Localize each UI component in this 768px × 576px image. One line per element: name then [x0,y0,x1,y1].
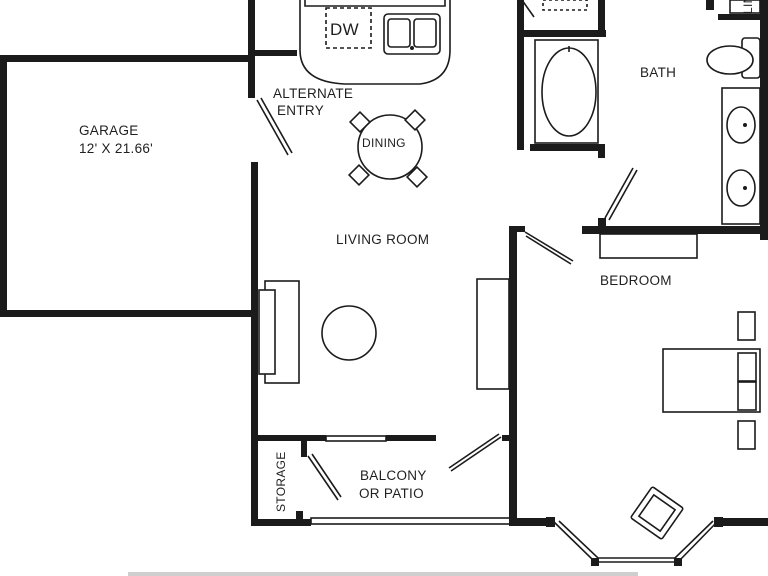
garage-size-label: 12' X 21.66' [79,141,153,156]
bath-door-leaf [608,169,638,221]
bath-walls [517,0,768,240]
vanity [721,87,761,225]
bathtub [534,39,599,144]
alternate-entry-door [256,99,289,156]
alternate-entry-label-1: ALTERNATE [273,86,353,101]
storage-label: STORAGE [274,451,288,512]
bath-label: BATH [640,65,676,80]
kitchen-counter [299,0,451,85]
storage-door [307,455,339,501]
alternate-entry-label-2: ENTRY [277,103,324,118]
bedroom-walls [509,226,768,526]
balcony-door [450,436,502,472]
linen-label: LIN [741,0,755,14]
armchair [630,486,684,540]
dining-set [347,108,429,189]
coffee-table [321,305,377,361]
bed [662,348,761,413]
bedroom-dresser [599,233,698,259]
balcony-glass [310,517,515,525]
nightstand-bottom [737,420,756,450]
dishwasher-label: DW [330,20,359,39]
storage-door-leaf [311,453,342,498]
toilet [706,37,761,79]
tv-console [476,278,510,390]
balcony-label-1: BALCONY [360,468,427,483]
nightstand-top [737,311,756,341]
bedroom-bay-window [546,517,723,566]
sofa [258,280,300,384]
dining-label: DINING [362,136,406,150]
garage-label: GARAGE [79,123,139,138]
plan-bottom-edge [128,572,638,576]
balcony-sliding-door [325,435,387,442]
bedroom-door-leaf [525,235,572,265]
bedroom-label: BEDROOM [600,273,672,288]
balcony-label-2: OR PATIO [359,486,424,501]
linen-closet [729,0,761,14]
bedroom-door [524,231,574,262]
bath-door [604,167,634,219]
alternate-entry-door-leaf [260,97,293,154]
garage-walls [0,55,254,317]
living-room-label: LIVING ROOM [336,232,429,247]
balcony-door-leaf [448,433,500,469]
shower [521,0,588,18]
